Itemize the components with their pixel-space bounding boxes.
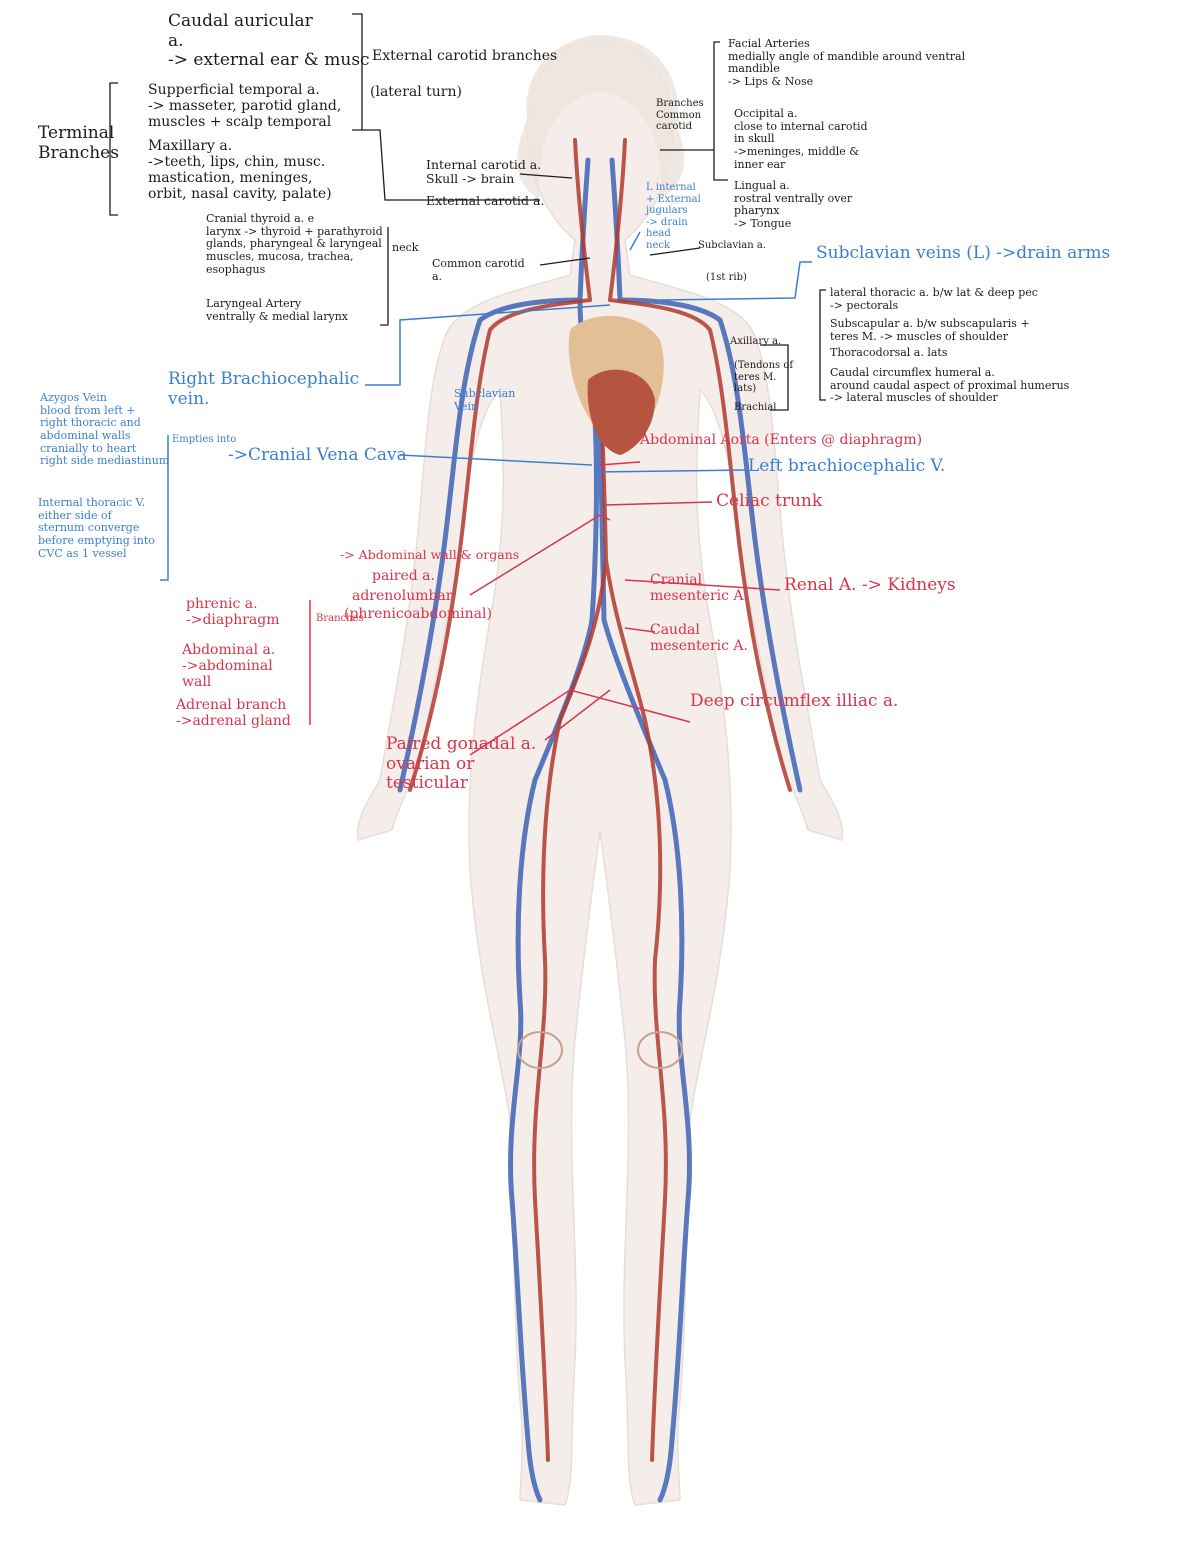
pointer-lines-blue <box>160 231 812 581</box>
deep-circumflex-note: Deep circumflex illiac a. <box>690 691 899 711</box>
body-silhouette <box>356 39 844 1506</box>
external-carotid-note: External carotid a. <box>426 193 545 208</box>
right-brachiocephalic-note: Right Brachiocephalic vein. <box>168 369 360 409</box>
lateral-thoracic-note: lateral thoracic a. b/w lat & deep pec -… <box>830 286 1038 312</box>
branches-note: Branches <box>316 613 364 624</box>
neck-note: neck <box>392 241 419 254</box>
common-carotid-note: Common carotid a. <box>432 257 525 283</box>
brachial-note: Brachial <box>734 402 777 413</box>
cranial-mesenteric-note: Cranial mesenteric A. <box>650 572 748 605</box>
superficial-temporal-note: Supperficial temporal a. -> masseter, pa… <box>148 82 342 131</box>
adrenolumbar-note: adrenolumbar <box>352 588 453 604</box>
empties-into-note: Empties into <box>172 434 237 445</box>
lateral-turn-note: (lateral turn) <box>370 84 462 100</box>
first-rib-note: (1st rib) <box>706 272 747 283</box>
branches-common-carotid-note: Branches Common carotid <box>656 98 704 132</box>
tendons-note: (Tendons of teres M. lats) <box>734 360 794 394</box>
facial-arteries-note: Facial Arteries medially angle of mandib… <box>728 37 966 88</box>
thoracodorsal-note: Thoracodorsal a. lats <box>830 346 948 359</box>
cranial-thyroid-note: Cranial thyroid a. e larynx -> thyroid +… <box>206 212 383 276</box>
caudal-mesenteric-note: Caudal mesenteric A. <box>650 622 748 655</box>
heart <box>568 316 664 455</box>
paired-a-note: paired a. <box>372 568 435 584</box>
subscapular-note: Subscapular a. b/w subscapularis + teres… <box>830 317 1030 343</box>
lingual-note: Lingual a. rostral ventrally over pharyn… <box>734 179 853 230</box>
axillary-note: Axillary a. <box>730 336 782 347</box>
pointer-lines-red <box>309 461 781 756</box>
adrenal-branch-note: Adrenal branch ->adrenal gland <box>176 697 291 730</box>
subclavian-veins-note: Subclavian veins (L) ->drain arms <box>816 243 1111 263</box>
subclavian-a-note: Subclavian a. <box>698 240 767 251</box>
knee-outlines <box>517 1031 683 1069</box>
laryngeal-artery-note: Laryngeal Artery ventrally & medial lary… <box>206 297 348 323</box>
hair-shape <box>517 35 685 200</box>
azygos-note: Azygos Vein blood from left + right thor… <box>40 391 170 468</box>
terminal-branches-note: Terminal Branches <box>38 123 119 163</box>
occipital-note: Occipital a. close to internal carotid i… <box>734 107 868 171</box>
internal-carotid-note: Internal carotid a. Skull -> brain <box>426 157 542 187</box>
paired-gonadal-note: Paired gonadal a. ovarian or testicular <box>386 734 537 794</box>
external-carotid-branches-note: External carotid branches <box>372 48 558 64</box>
celiac-trunk-note: Celiac trunk <box>716 491 823 511</box>
jugulars-note: L internal + External jugulars -> drain … <box>646 182 701 251</box>
abdominal-wall-organs-note: -> Abdominal wall & organs <box>340 547 520 562</box>
renal-note: Renal A. -> Kidneys <box>784 575 956 595</box>
abdominal-a-note: Abdominal a. ->abdominal wall <box>182 642 276 691</box>
internal-thoracic-note: Internal thoracic V. either side of ster… <box>38 496 155 560</box>
pointer-lines-black <box>109 13 826 411</box>
maxillary-note: Maxillary a. ->teeth, lips, chin, musc. … <box>148 138 332 203</box>
subclavian-vein-note: Subclavian Vein <box>454 387 516 413</box>
phrenic-note: phrenic a. ->diaphragm <box>186 596 280 629</box>
phrenicoabdominal-note: (phrenicoabdominal) <box>344 606 492 622</box>
caudal-auricular-note: Caudal auricular a. -> external ear & mu… <box>168 11 370 71</box>
caudal-circumflex-note: Caudal circumflex humeral a. around caud… <box>830 366 1070 405</box>
left-brachiocephalic-note: Left brachiocephalic V. <box>748 456 946 476</box>
cranial-vena-cava-note: ->Cranial Vena Cava <box>228 445 407 465</box>
abdominal-aorta-note: Abdominal Aorta (Enters @ diaphragm) <box>640 432 923 448</box>
